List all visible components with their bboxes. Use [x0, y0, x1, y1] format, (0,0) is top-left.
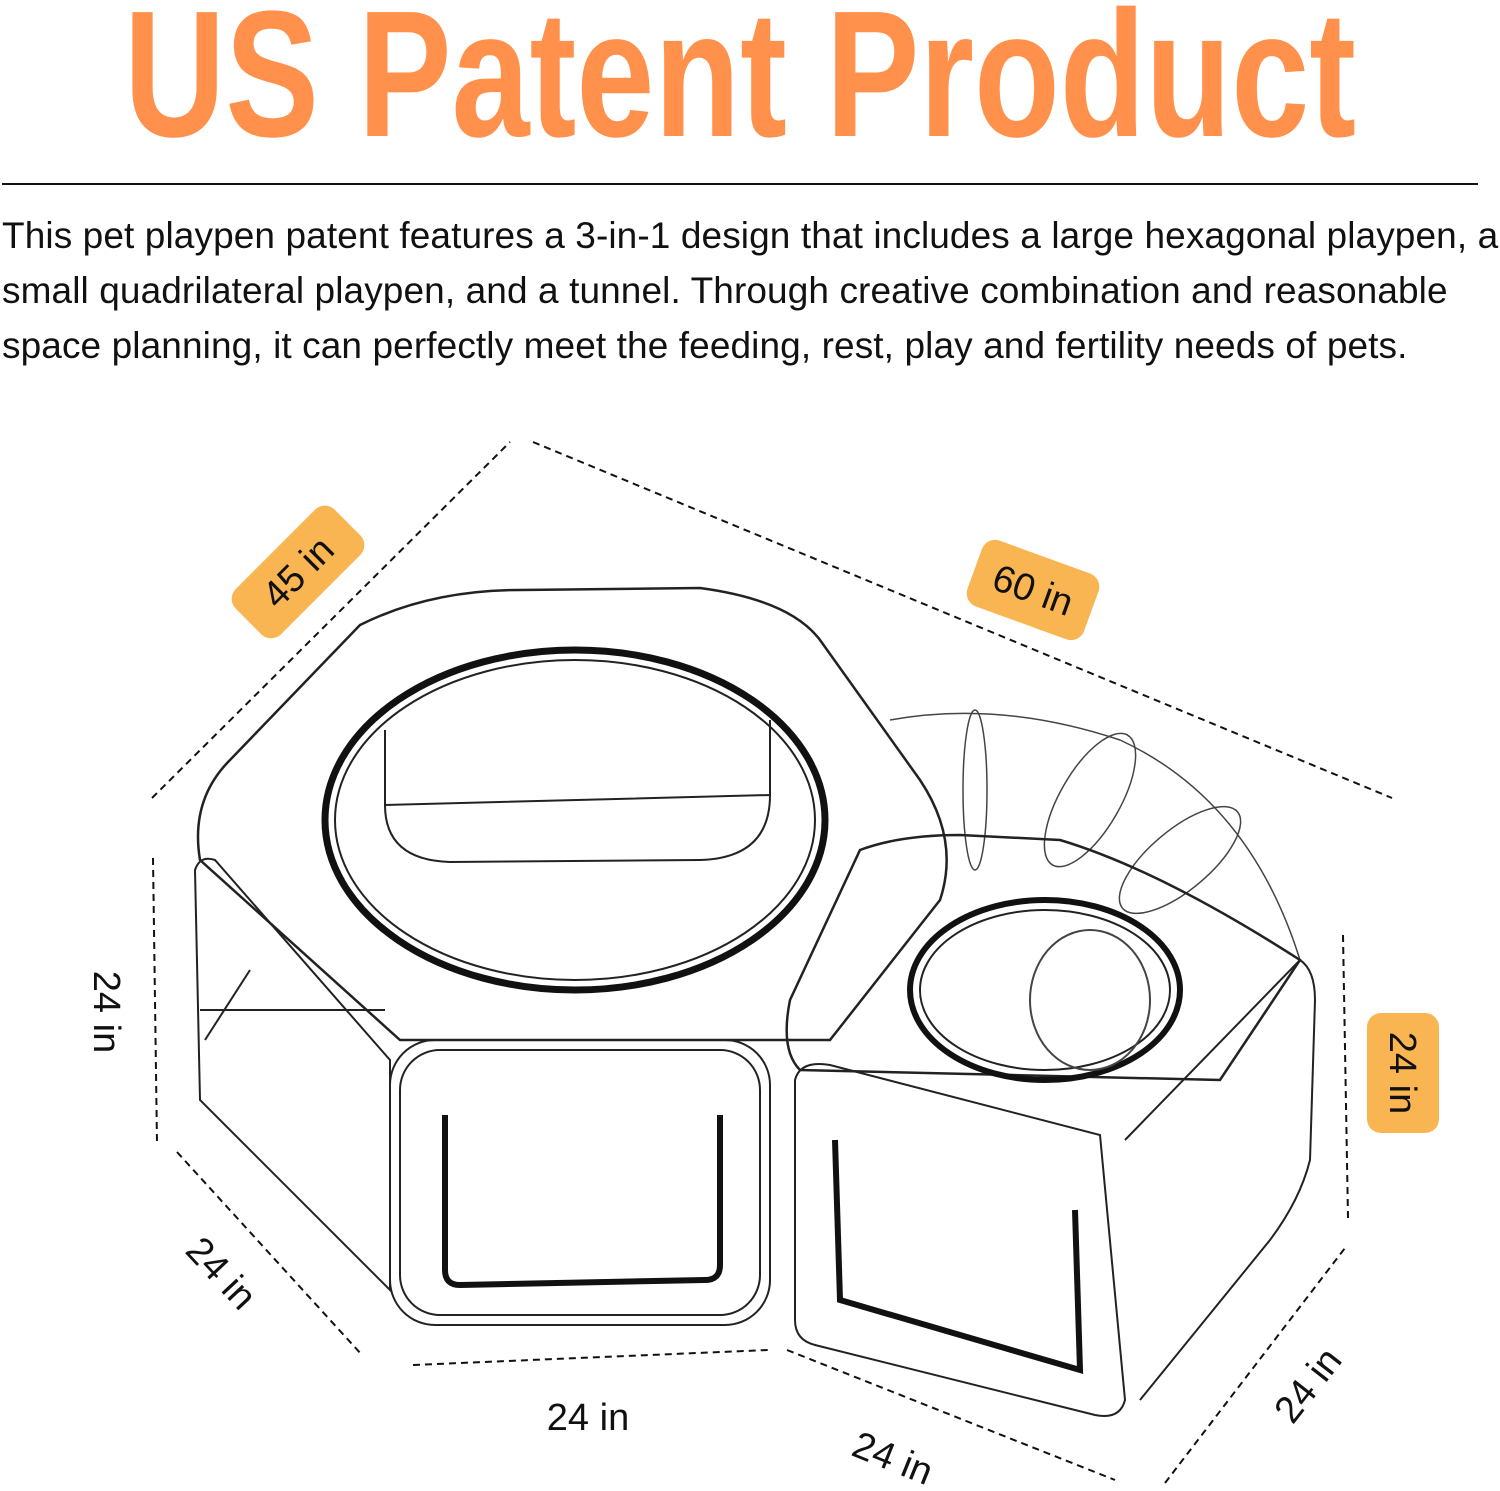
page-title: US Patent Product [124, 0, 1356, 150]
dim-square-front: 24 in [846, 1424, 938, 1491]
hexagonal-playpen [193, 586, 948, 1326]
dim-hex-height: 24 in [85, 971, 127, 1053]
description: This pet playpen patent features a 3-in-… [2, 215, 1499, 366]
badge-60in: 60 in [966, 539, 1100, 641]
dimension-lines [151, 441, 1393, 1484]
tunnel [889, 709, 1301, 961]
badge-45in: 45 in [231, 505, 365, 639]
dim-square-height: 24 in [1381, 1032, 1423, 1114]
dim-hex-side: 24 in [177, 1229, 264, 1318]
title-text: US Patent Product [124, 0, 1356, 150]
dim-square-side: 24 in [1267, 1340, 1351, 1431]
divider [2, 183, 1478, 185]
dim-hex-front: 24 in [547, 1397, 629, 1439]
quadrilateral-playpen [785, 833, 1317, 1417]
badge-24in-right: 24 in [1367, 1013, 1439, 1133]
